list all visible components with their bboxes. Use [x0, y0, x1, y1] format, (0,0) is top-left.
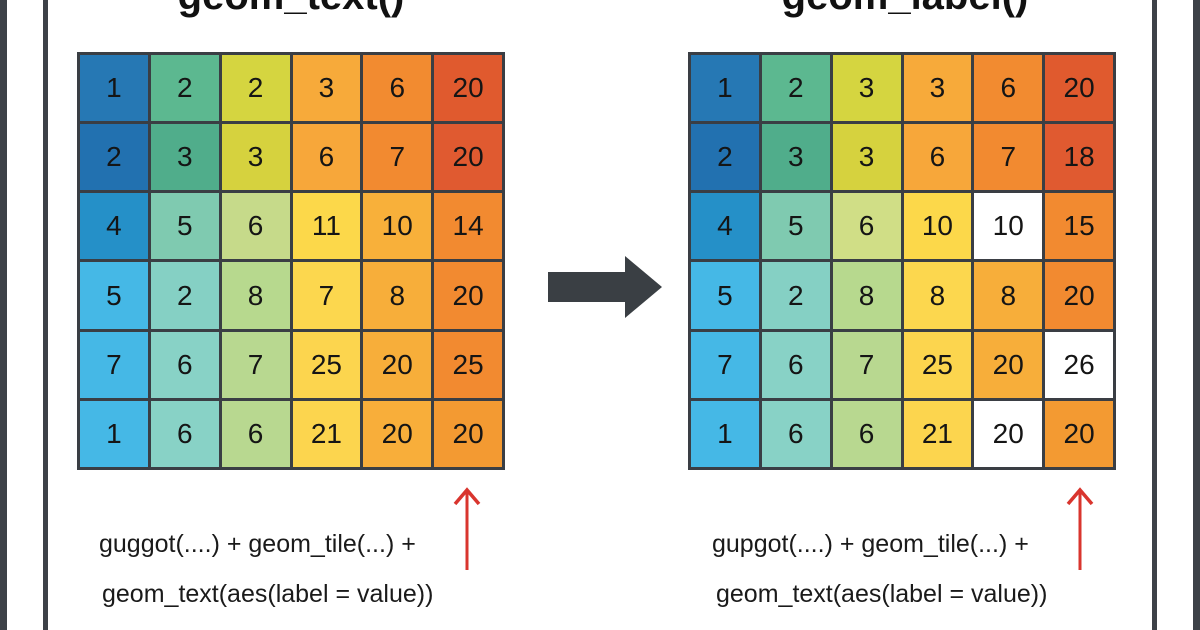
tile-cell: 21	[903, 400, 972, 467]
tile-cell: 6	[832, 400, 901, 467]
tile-cell: 1	[691, 400, 759, 467]
tile-cell: 5	[80, 262, 148, 329]
tile-cell: 25	[434, 331, 502, 398]
tile-cell: 20	[363, 400, 432, 467]
tile-cell: 20	[1045, 400, 1113, 467]
tile-cell: 3	[903, 55, 972, 122]
tile-cell: 3	[292, 55, 361, 122]
tile-cell: 7	[974, 124, 1043, 191]
tile-cell: 20	[434, 124, 502, 191]
tile-cell: 1	[691, 55, 759, 122]
tile-cell: 2	[150, 262, 219, 329]
tile-cell: 26	[1045, 331, 1113, 398]
tile-cell: 4	[691, 193, 759, 260]
tile-cell: 6	[974, 55, 1043, 122]
tile-cell: 1	[80, 400, 148, 467]
frame-right-border	[1152, 0, 1157, 630]
tile-cell: 6	[903, 124, 972, 191]
right-arrow-icon	[548, 256, 662, 318]
tile-cell: 5	[761, 193, 830, 260]
tile-cell: 20	[1045, 262, 1113, 329]
tile-cell: 8	[363, 262, 432, 329]
tile-cell: 18	[1045, 124, 1113, 191]
tile-cell: 7	[691, 331, 759, 398]
tile-cell: 8	[903, 262, 972, 329]
tile-cell: 5	[691, 262, 759, 329]
tile-cell: 6	[150, 331, 219, 398]
tile-cell: 6	[832, 193, 901, 260]
tile-cell: 20	[434, 400, 502, 467]
tile-cell: 20	[1045, 55, 1113, 122]
tile-cell: 3	[832, 55, 901, 122]
tile-cell: 2	[80, 124, 148, 191]
tile-cell: 7	[292, 262, 361, 329]
tile-cell: 14	[434, 193, 502, 260]
up-arrow-icon	[453, 487, 481, 570]
tile-cell: 11	[292, 193, 361, 260]
tile-cell: 6	[221, 193, 290, 260]
tile-cell: 6	[761, 331, 830, 398]
tile-cell: 15	[1045, 193, 1113, 260]
tile-cell: 21	[292, 400, 361, 467]
tile-cell: 6	[363, 55, 432, 122]
tile-cell: 1	[80, 55, 148, 122]
tile-cell: 20	[363, 331, 432, 398]
tile-cell: 5	[150, 193, 219, 260]
tile-cell: 3	[832, 124, 901, 191]
tile-cell: 6	[150, 400, 219, 467]
tile-cell: 3	[150, 124, 219, 191]
left-code-line-2: geom_text(aes(label = value))	[102, 580, 434, 608]
tile-cell: 25	[292, 331, 361, 398]
tile-cell: 20	[974, 400, 1043, 467]
tile-cell: 7	[221, 331, 290, 398]
left-edge	[0, 0, 7, 630]
tile-cell: 2	[761, 55, 830, 122]
tile-cell: 8	[221, 262, 290, 329]
tile-cell: 20	[434, 55, 502, 122]
tile-cell: 4	[80, 193, 148, 260]
tile-cell: 7	[363, 124, 432, 191]
tile-cell: 10	[903, 193, 972, 260]
left-code-line-1: guggot(....) + geom_tile(...) +	[99, 530, 416, 558]
right-edge	[1193, 0, 1200, 630]
tile-cell: 6	[292, 124, 361, 191]
tile-cell: 2	[150, 55, 219, 122]
tile-cell: 6	[221, 400, 290, 467]
tile-cell: 10	[974, 193, 1043, 260]
tile-cell: 3	[221, 124, 290, 191]
up-arrow-icon	[1066, 487, 1094, 570]
tile-cell: 7	[832, 331, 901, 398]
tile-cell: 25	[903, 331, 972, 398]
left-title: geom_text()	[178, 0, 405, 19]
tile-cell: 8	[832, 262, 901, 329]
right-title: geom_label()	[782, 0, 1029, 19]
tile-cell: 2	[221, 55, 290, 122]
tile-cell: 20	[434, 262, 502, 329]
tile-cell: 2	[691, 124, 759, 191]
tile-cell: 3	[761, 124, 830, 191]
tile-cell: 20	[974, 331, 1043, 398]
frame-left-border	[43, 0, 48, 630]
tile-cell: 10	[363, 193, 432, 260]
tile-cell: 8	[974, 262, 1043, 329]
tile-cell: 2	[761, 262, 830, 329]
tile-cell: 7	[80, 331, 148, 398]
right-code-line-1: gupgot(....) + geom_tile(...) +	[712, 530, 1029, 558]
right-code-line-2: geom_text(aes(label = value))	[716, 580, 1048, 608]
tile-cell: 6	[761, 400, 830, 467]
